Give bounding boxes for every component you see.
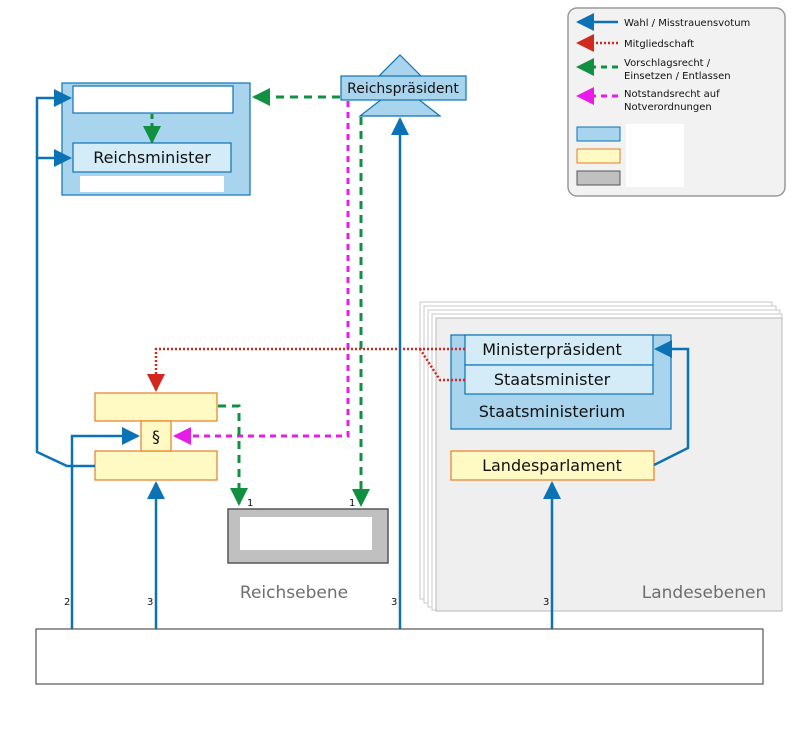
legend-label-mitgliedschaft: Mitgliedschaft	[624, 39, 694, 50]
landesebenen-label: Landesebenen	[642, 583, 767, 603]
arrow-reichstag-kanzler	[35, 89, 72, 158]
arrow-volk-paragraph	[70, 427, 140, 629]
grey-box	[227, 508, 389, 564]
staatsministerium: Ministerpräsident Staatsminister Staatsm…	[450, 334, 672, 430]
legend-label-vorschlag: Vorschlagsrecht /Einsetzen / Entlassen	[624, 58, 731, 82]
reichspraesident-node: Reichspräsident	[340, 54, 467, 117]
reichsregierung-blank	[80, 176, 224, 192]
landesparlament: Landesparlament	[450, 450, 655, 481]
footnote-3a: 3	[147, 597, 153, 608]
ministerpraesident-box	[464, 334, 654, 366]
legend: Wahl / Misstrauensvotum Mitgliedschaft V…	[567, 7, 786, 197]
paragraph-symbol: §	[152, 427, 160, 446]
landesparlament-box	[450, 450, 655, 481]
footnote-1b: 1	[349, 498, 355, 509]
staatsministerium-label: Staatsministerium	[479, 402, 625, 421]
legend-swatch-blue	[576, 126, 621, 142]
reichsrat-box	[94, 392, 218, 422]
reichsregierung-box: Reichsminister	[61, 82, 251, 196]
arrow-notstand	[173, 101, 350, 445]
legend-swatch-yellow	[576, 148, 621, 164]
reichspraesident-box	[340, 75, 467, 101]
legend-blank-area	[626, 124, 684, 187]
arrow-reichsrat-grey	[218, 404, 248, 506]
footnote-3c: 3	[543, 597, 549, 608]
reichsebene-label: Reichsebene	[240, 583, 348, 603]
staatsminister-label: Staatsminister	[494, 370, 611, 389]
arrow-reichstag-minister	[35, 149, 95, 468]
line-membership-sm	[418, 348, 465, 382]
legend-label-wahl: Wahl / Misstrauensvotum	[624, 18, 750, 29]
footnote-3b: 3	[391, 597, 397, 608]
arrow-membership-mp	[147, 347, 465, 392]
reichsminister-label: Reichsminister	[93, 148, 211, 167]
footnote-1a: 1	[247, 498, 253, 509]
grey-box-inner	[240, 517, 372, 550]
reichspraesident-label: Reichspräsident	[347, 81, 459, 97]
arrow-landtag-mp	[653, 340, 690, 467]
legend-swatch-grey	[576, 170, 621, 186]
reich-legislative: §	[94, 392, 218, 481]
landesparlament-label: Landesparlament	[482, 456, 622, 475]
reichstag-box	[94, 450, 218, 481]
footnote-2: 2	[64, 597, 70, 608]
paragraph-box	[140, 420, 172, 452]
ministerpraesident-label: Ministerpräsident	[482, 340, 622, 359]
legend-frame	[567, 7, 786, 197]
volk-box	[35, 628, 764, 685]
staatsminister-box	[464, 364, 654, 395]
reichskanzler-blank	[80, 92, 225, 108]
